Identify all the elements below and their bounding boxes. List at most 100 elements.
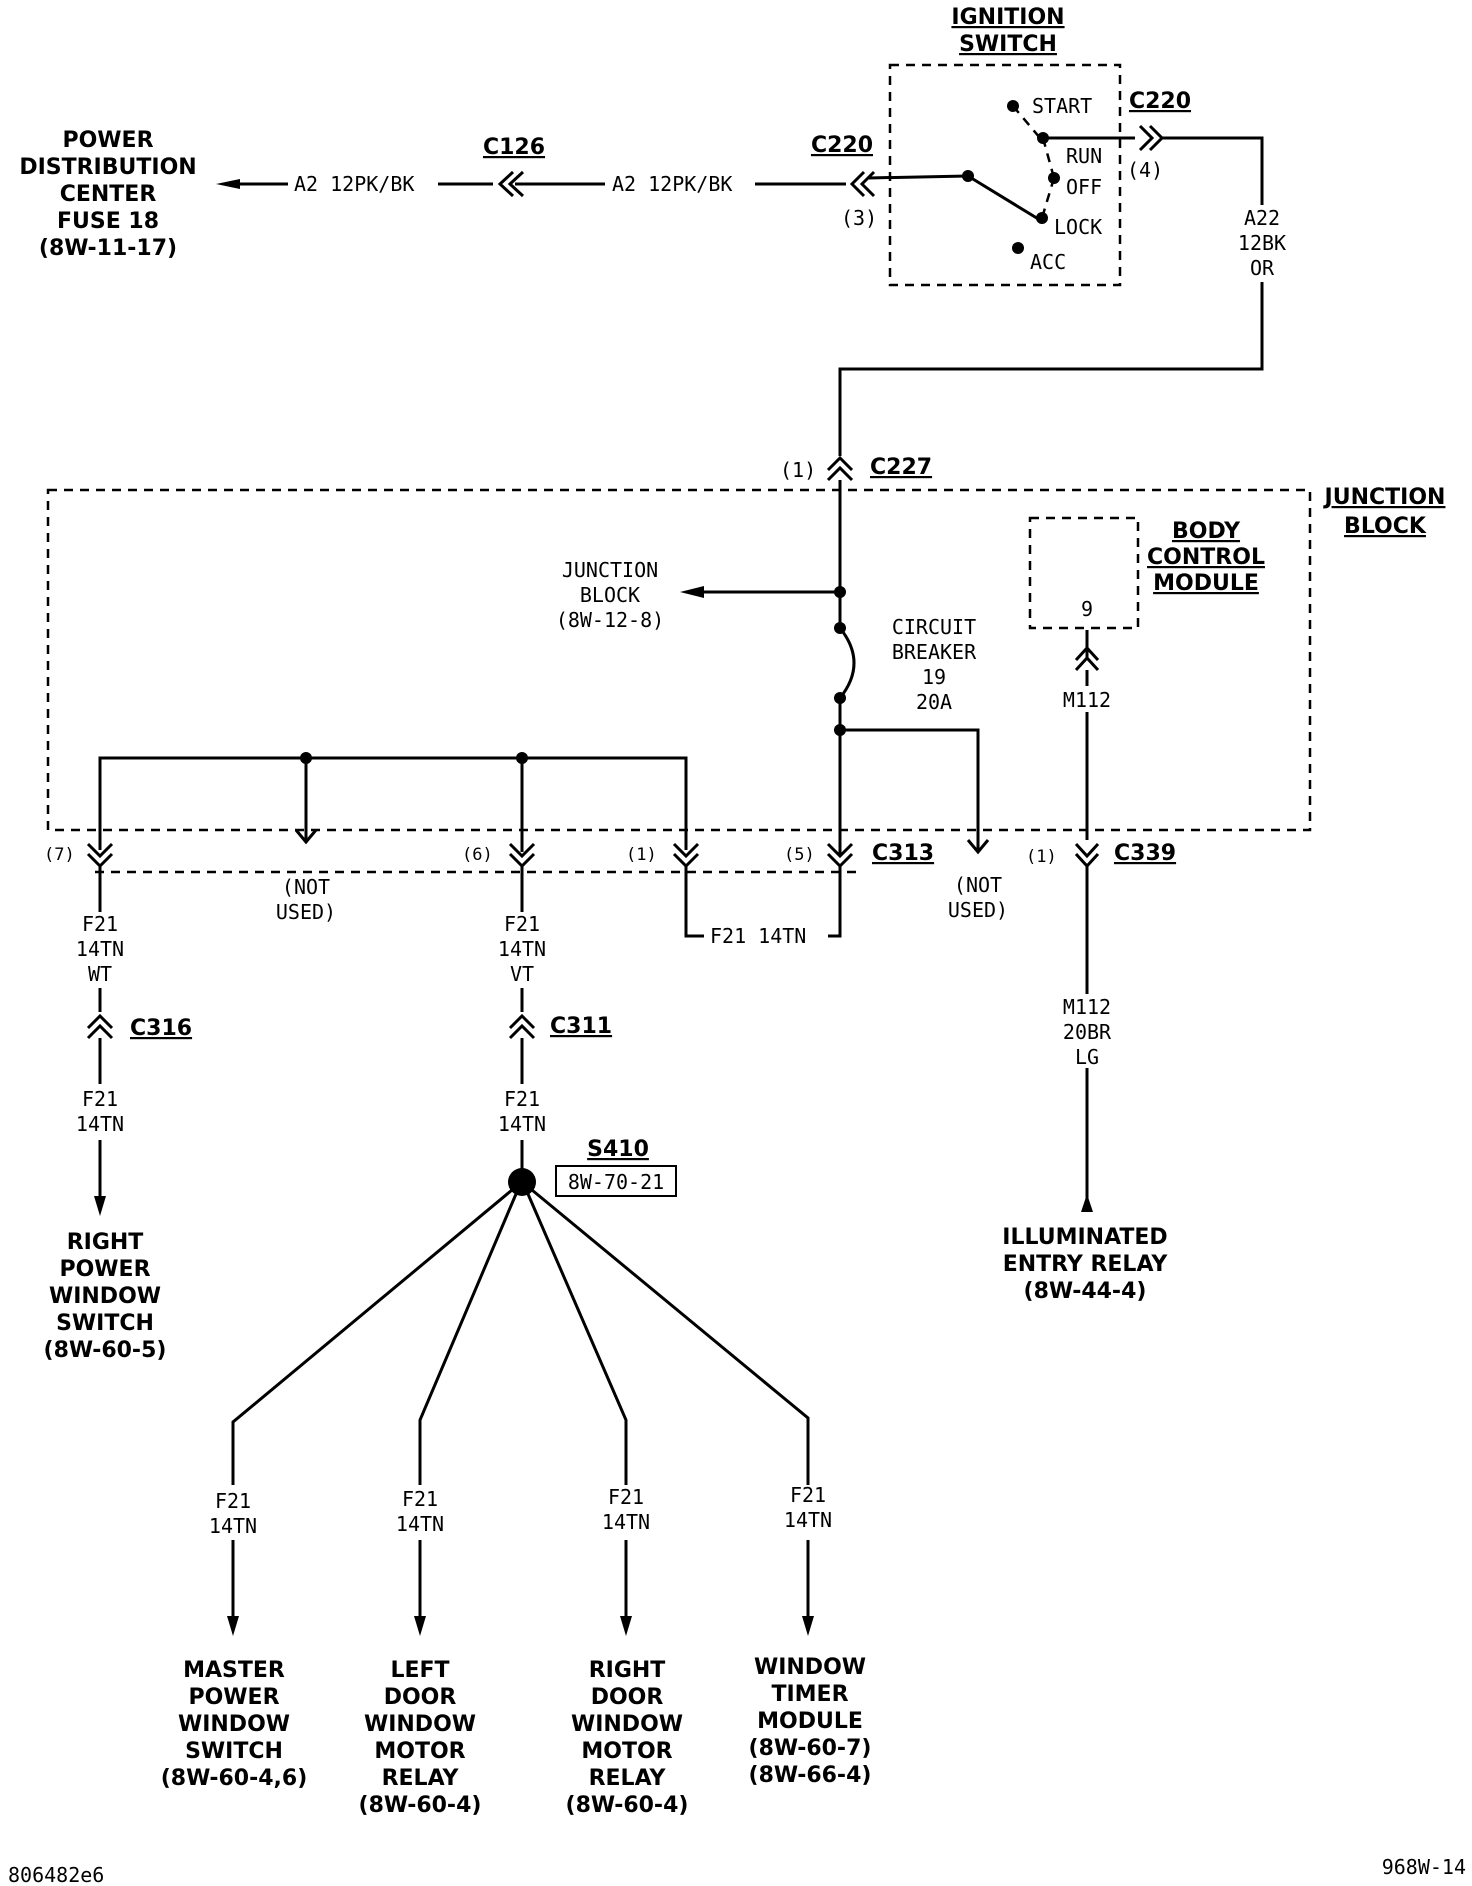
rdwmr-label-6: (8W-60-4) [566, 1793, 689, 1818]
not-used-right-2: USED) [948, 898, 1008, 922]
mpws-label-5: (8W-60-4,6) [161, 1766, 308, 1791]
wt-label-3: WT [88, 962, 112, 986]
rdwmr-label-4: MOTOR [581, 1739, 672, 1764]
wtm-label-1: WINDOW [754, 1655, 866, 1680]
bcm-box [1028, 516, 1140, 630]
circuit-breaker-label-3: 19 [922, 665, 946, 689]
pdc-label-1: POWER [62, 128, 153, 153]
c126-label: C126 [483, 135, 545, 160]
pdc-label-4: FUSE 18 [57, 209, 159, 234]
wt-label-1: F21 [82, 912, 118, 936]
junction-block-box [46, 488, 1312, 832]
ldwmr-label-3: WINDOW [364, 1712, 476, 1737]
ignition-acc-label: ACC [1030, 250, 1066, 274]
c126-connector-symbol [497, 170, 525, 198]
vt-wire [508, 866, 536, 1196]
c313-pin-6: (6) [462, 845, 493, 865]
m112-top-label: M112 [1063, 688, 1111, 712]
m112-low-label-3: LG [1075, 1045, 1099, 1069]
m112-low-label-2: 20BR [1063, 1020, 1112, 1044]
not-used-right-1: (NOT [954, 873, 1002, 897]
ldwmr-label-2: DOOR [384, 1685, 457, 1710]
a22-label-2: 12BK [1238, 231, 1286, 255]
c313-pin-7: (7) [44, 845, 75, 865]
rpws-label-1: RIGHT [67, 1230, 144, 1255]
footer-right-code: 968W-14 [1382, 1855, 1466, 1879]
mpws-label-2: POWER [188, 1685, 279, 1710]
f21b-label-1: F21 [504, 1087, 540, 1111]
ldwmr-label-6: (8W-60-4) [359, 1793, 482, 1818]
wire-a2-right: A2 12PK/BK [612, 172, 732, 196]
ignition-off-label: OFF [1066, 175, 1102, 199]
wtm-label-4: (8W-60-7) [749, 1736, 872, 1761]
ignition-start-label: START [1032, 94, 1092, 118]
ier-label-1: ILLUMINATED [1002, 1225, 1167, 1250]
wire-a2-left: A2 12PK/BK [294, 172, 414, 196]
ier-label-2: ENTRY RELAY [1003, 1252, 1169, 1277]
pdc-label-5: (8W-11-17) [39, 236, 177, 261]
bcm-label-1: BODY [1172, 519, 1241, 544]
ignition-switch-contacts [962, 100, 1060, 254]
a22-label-3: OR [1250, 256, 1275, 280]
rpws-label-2: POWER [59, 1257, 150, 1282]
ignition-switch-box [888, 63, 1122, 287]
top-feed-wire [216, 174, 969, 189]
branch2-label-1: F21 [402, 1487, 438, 1511]
branch3-label-2: 14TN [602, 1510, 650, 1534]
c227-pin: (1) [780, 458, 816, 482]
not-used-left-1: (NOT [282, 875, 330, 899]
c220-right-label: C220 [1129, 89, 1191, 114]
rpws-label-3: WINDOW [49, 1284, 161, 1309]
c220-left-connector-symbol [849, 170, 876, 198]
main-bus-wire [680, 480, 990, 855]
s410-ref-label: 8W-70-21 [568, 1170, 664, 1194]
s410-branch-wires [227, 1188, 814, 1636]
vt-label-1: F21 [504, 912, 540, 936]
ignition-switch-title-2: SWITCH [959, 32, 1057, 57]
mpws-label-4: SWITCH [185, 1739, 283, 1764]
branch3-label-1: F21 [608, 1485, 644, 1509]
mpws-label-3: WINDOW [178, 1712, 290, 1737]
c220-right-pin: (4) [1127, 158, 1163, 182]
junction-block-label-2: BLOCK [1344, 514, 1427, 539]
a22-label-1: A22 [1244, 206, 1280, 230]
footer-left-code: 806482e6 [8, 1863, 104, 1886]
c311-label: C311 [550, 1014, 612, 1039]
pdc-label-2: DISTRIBUTION [19, 155, 196, 180]
rdwmr-label-5: RELAY [589, 1766, 667, 1791]
c220-left-pin: (3) [841, 206, 877, 230]
rpws-label-5: (8W-60-5) [44, 1338, 167, 1363]
vt-label-2: 14TN [498, 937, 546, 961]
f21b-label-2: 14TN [498, 1112, 546, 1136]
branch1-label-2: 14TN [209, 1514, 257, 1538]
s410-ref-box [555, 1165, 677, 1197]
ldwmr-label-5: RELAY [382, 1766, 460, 1791]
f21a-label-2: 14TN [76, 1112, 124, 1136]
distribution-bus [98, 752, 688, 852]
pdc-label-3: CENTER [60, 182, 157, 207]
bcm-pin: 9 [1081, 597, 1093, 621]
bcm-label-3: MODULE [1153, 571, 1259, 596]
junction-block-label-1: JUNCTION [1323, 485, 1446, 510]
branch1-label-1: F21 [215, 1489, 251, 1513]
f21-jumper-label: F21 14TN [710, 924, 806, 948]
rdwmr-label-3: WINDOW [571, 1712, 683, 1737]
circuit-breaker-label-2: BREAKER [892, 640, 977, 664]
circuit-breaker-label-4: 20A [916, 690, 952, 714]
a22-wire [838, 124, 1264, 456]
wtm-label-2: TIMER [771, 1682, 848, 1707]
mpws-label-1: MASTER [183, 1658, 285, 1683]
jb-ref-label-2: BLOCK [580, 583, 640, 607]
ldwmr-label-4: MOTOR [374, 1739, 465, 1764]
c316-label: C316 [130, 1016, 192, 1041]
c313-pin-1: (1) [626, 845, 657, 865]
c227-connector-symbol [826, 455, 854, 482]
c313-pin-5: (5) [784, 845, 815, 865]
jb-ref-label-3: (8W-12-8) [556, 608, 664, 632]
circuit-breaker-label-1: CIRCUIT [892, 615, 976, 639]
bcm-label-2: CONTROL [1147, 545, 1265, 570]
s410-splice-dot [508, 1168, 536, 1196]
vt-label-3: VT [510, 962, 534, 986]
wt-label-2: 14TN [76, 937, 124, 961]
